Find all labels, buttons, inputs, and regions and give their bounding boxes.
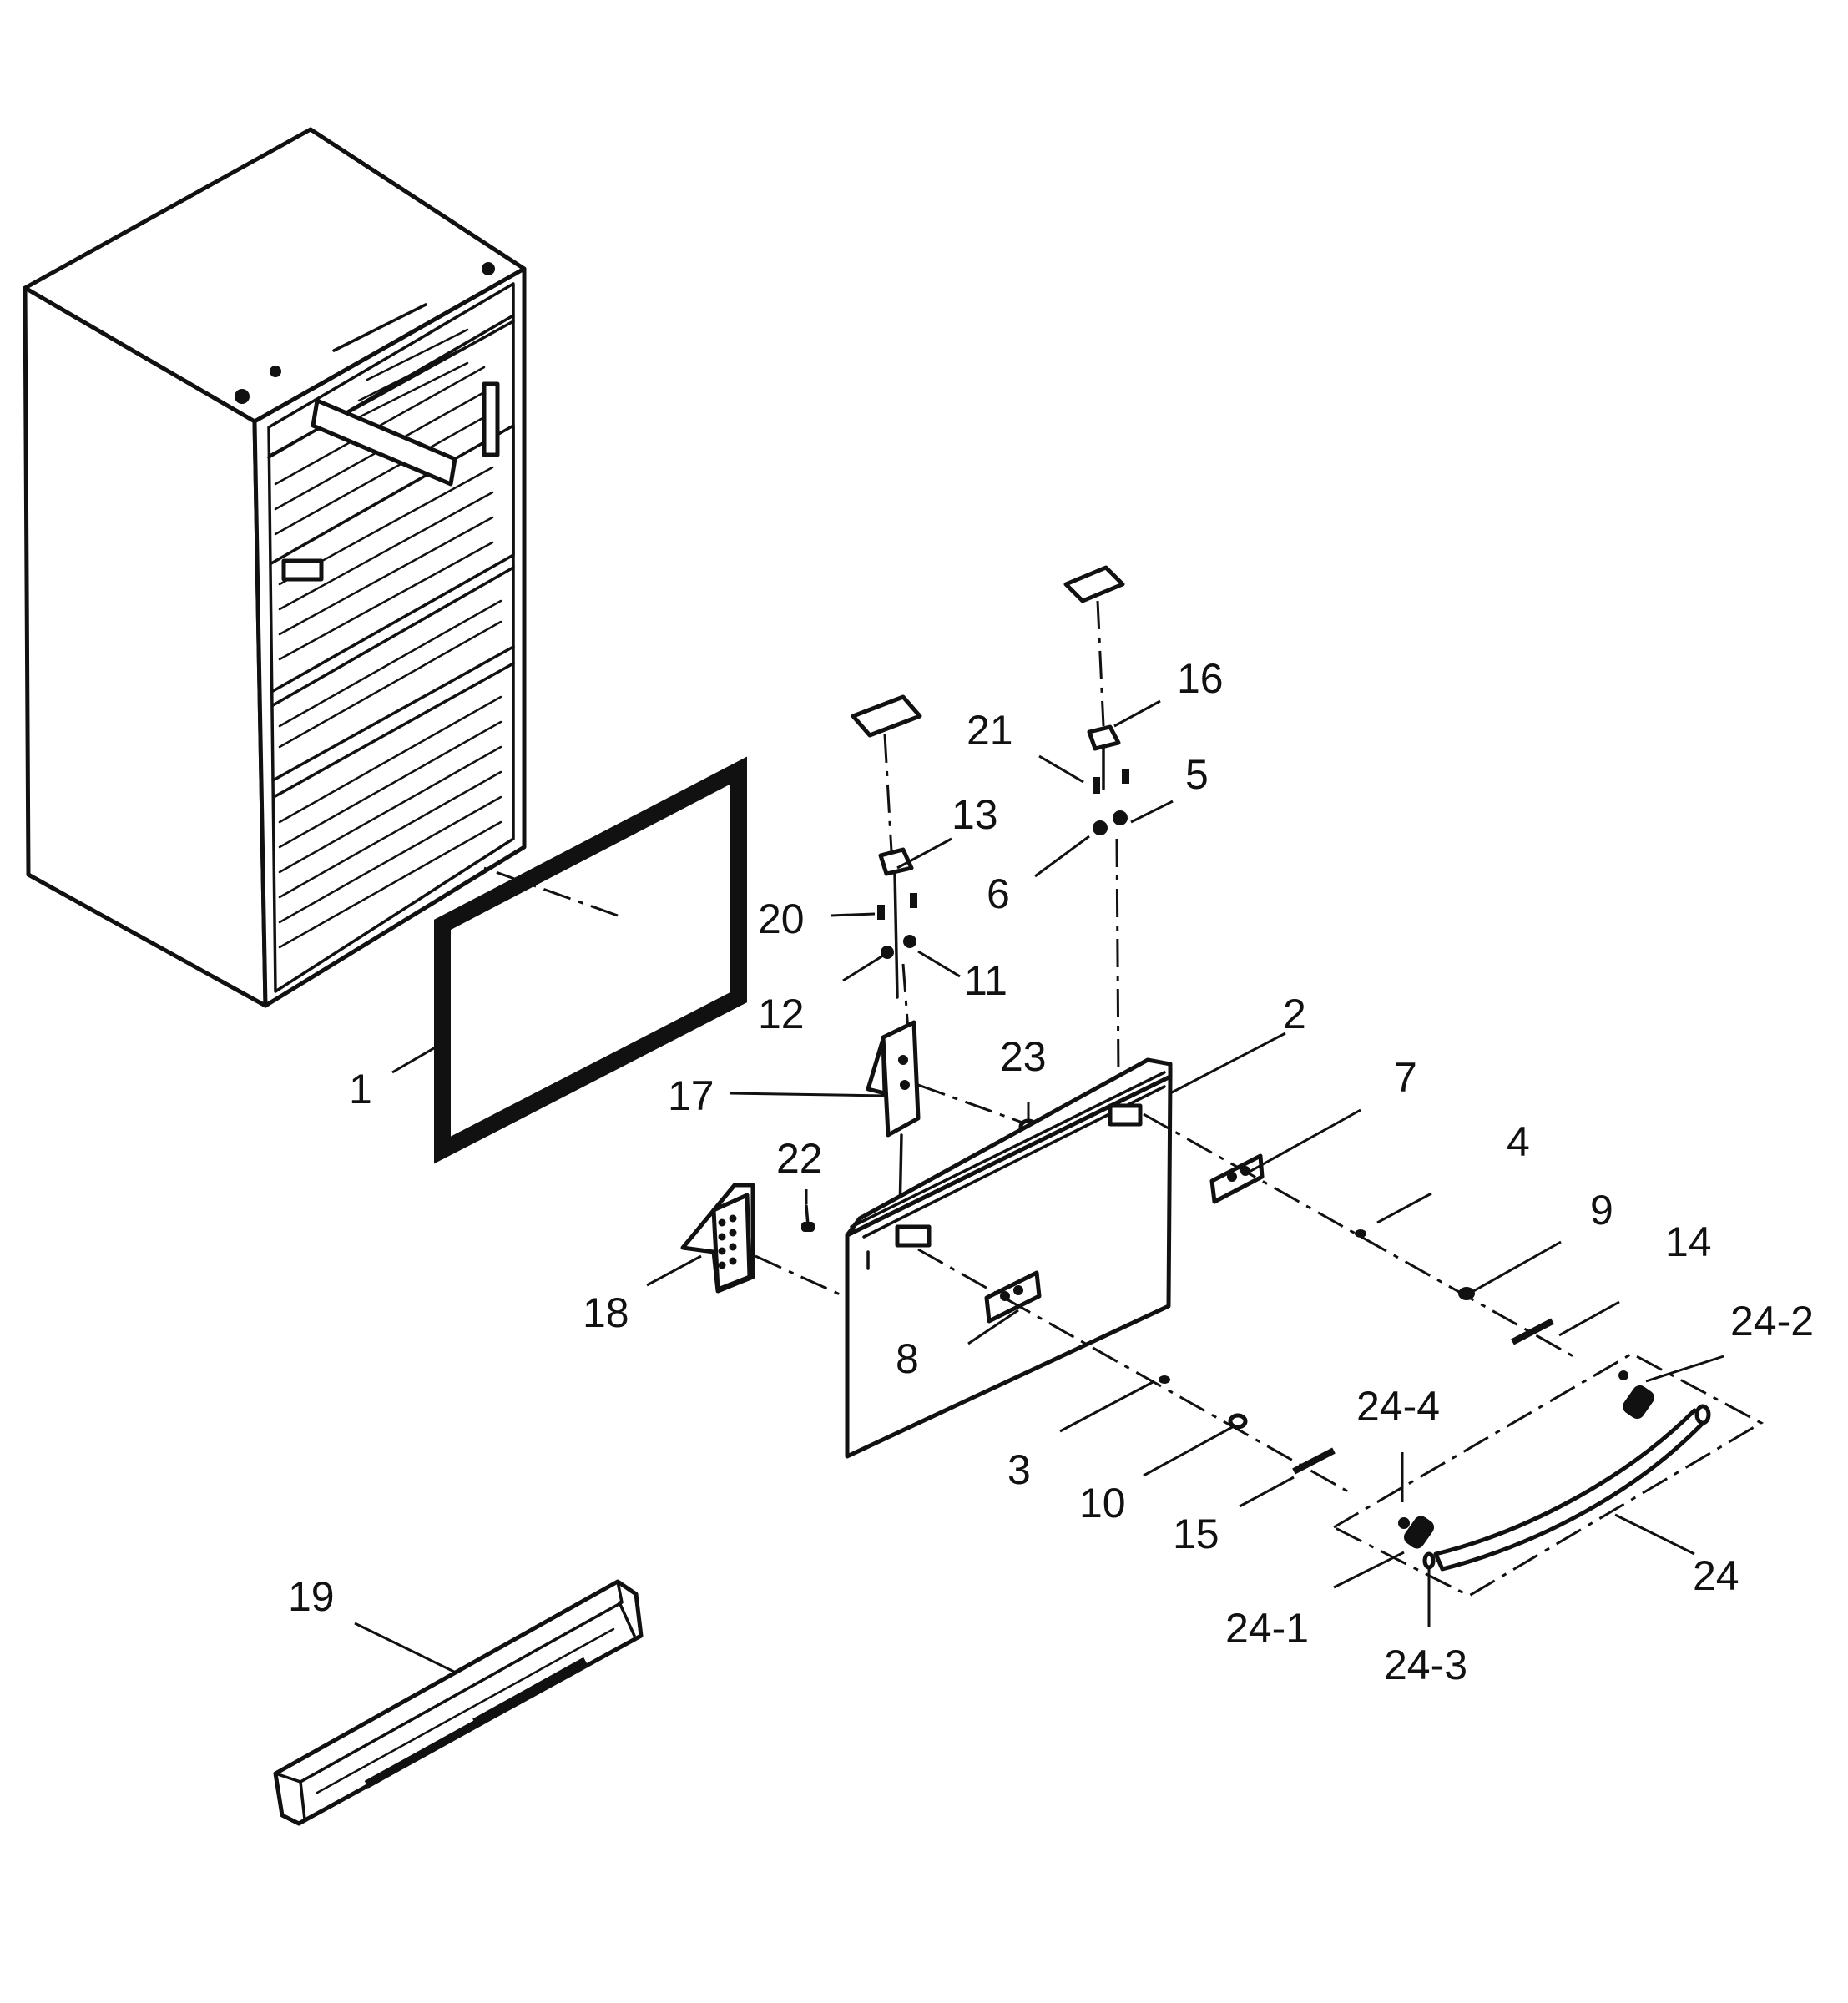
gasket-alignment-line — [483, 866, 619, 917]
nut-9 — [1458, 1287, 1475, 1300]
callout-9: 9 — [1590, 1187, 1613, 1234]
callout-7: 7 — [1394, 1054, 1417, 1101]
rail-bracket-8 — [984, 1270, 1042, 1324]
door-gasket — [434, 756, 747, 1164]
bracket17-axis — [917, 1083, 1023, 1124]
callout-24-2: 24-2 — [1730, 1298, 1814, 1345]
rail-axis-right — [1143, 1112, 1578, 1360]
callout-18: 18 — [583, 1289, 629, 1336]
callout-14: 14 — [1665, 1218, 1712, 1265]
callout-19: 19 — [288, 1573, 335, 1620]
drawer-bin-19 — [273, 1579, 644, 1826]
leader-lines — [354, 699, 1724, 1675]
drawer-front-2 — [845, 1057, 1173, 1459]
callout-24: 24 — [1693, 1552, 1739, 1599]
callout-24-1: 24-1 — [1225, 1605, 1309, 1652]
nut-10 — [1228, 1413, 1248, 1430]
callout-11: 11 — [964, 957, 1007, 1004]
callout-20: 20 — [758, 896, 805, 942]
callout-2: 2 — [1283, 991, 1306, 1037]
rail-bracket-7 — [1209, 1153, 1265, 1204]
callout-labels: 1 2 3 4 5 6 7 8 9 10 11 12 13 14 15 16 1… — [288, 655, 1814, 1688]
callout-5: 5 — [1185, 751, 1209, 798]
callout-12: 12 — [758, 991, 805, 1037]
left-hinge-assembly — [851, 694, 922, 999]
hinge-bracket-17 — [866, 963, 921, 1216]
callout-24-3: 24-3 — [1384, 1642, 1467, 1688]
callout-13: 13 — [952, 791, 998, 838]
washer-4 — [1355, 1229, 1366, 1238]
callout-23: 23 — [1000, 1033, 1047, 1080]
side-bracket-18 — [680, 1183, 755, 1294]
callout-1: 1 — [349, 1066, 372, 1112]
handle-assembly-24 — [1330, 1352, 1765, 1597]
callout-8: 8 — [896, 1335, 919, 1382]
pin-15 — [1292, 1447, 1336, 1475]
rail-axis-left — [917, 1248, 1353, 1496]
callout-16: 16 — [1177, 655, 1224, 702]
refrigerator-cabinet — [23, 127, 527, 1008]
callout-3: 3 — [1007, 1446, 1031, 1493]
callout-21: 21 — [967, 707, 1013, 754]
callout-17: 17 — [668, 1072, 714, 1119]
washer-3 — [1159, 1375, 1170, 1384]
callout-24-4: 24-4 — [1356, 1383, 1440, 1430]
bracket18-axis — [755, 1254, 848, 1299]
callout-15: 15 — [1173, 1511, 1219, 1557]
callout-10: 10 — [1079, 1480, 1126, 1526]
pin-14 — [1511, 1318, 1554, 1345]
right-hinge-assembly — [1063, 565, 1129, 1079]
screw-22 — [801, 1204, 815, 1232]
callout-4: 4 — [1507, 1118, 1530, 1165]
callout-6: 6 — [987, 870, 1010, 917]
callout-22: 22 — [776, 1135, 823, 1182]
